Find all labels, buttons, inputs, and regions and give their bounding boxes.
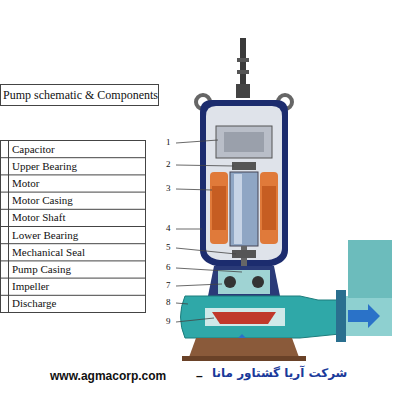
stator — [260, 172, 278, 244]
stator-core — [212, 186, 226, 230]
discharge-elbow — [348, 240, 392, 298]
rotor-highlight — [234, 174, 242, 244]
title-box — [1, 85, 159, 106]
rotor — [230, 172, 258, 246]
stator — [210, 172, 228, 244]
component-table — [0, 141, 146, 313]
component-name: Impeller — [12, 281, 49, 292]
callout-number: 6 — [166, 263, 171, 272]
component-name: Lower Bearing — [12, 230, 78, 241]
callout-number: 2 — [166, 160, 171, 169]
upper-bearing — [232, 162, 256, 170]
callout-number: 1 — [166, 138, 171, 147]
volute — [205, 308, 285, 326]
component-name: Pump Casing — [12, 264, 71, 275]
company-name: شرکت آریا گشتاور مانا — [212, 367, 347, 379]
component-name: Discharge — [12, 298, 56, 309]
website: www.agmacorp.com — [50, 370, 166, 382]
mechanical-seal — [218, 270, 270, 294]
callout-number: 5 — [166, 243, 171, 252]
callout-number: 4 — [166, 224, 171, 233]
title-text: Pump schematic & Components — [3, 89, 158, 101]
callout-number: 3 — [166, 184, 171, 193]
capacitor — [216, 126, 272, 158]
component-name: Capacitor — [12, 144, 55, 155]
stator-core — [262, 186, 276, 230]
component-name: Motor Casing — [12, 195, 73, 206]
callout-number: 9 — [166, 317, 171, 326]
separator: – — [196, 370, 203, 382]
component-name: Motor Shaft — [12, 212, 65, 223]
base-foot — [182, 356, 306, 361]
motor-chamber — [206, 106, 282, 260]
power-cable — [236, 38, 250, 98]
discharge-flange — [336, 290, 346, 342]
component-name: Motor — [12, 178, 40, 189]
pump-casing — [181, 296, 341, 338]
component-name: Upper Bearing — [12, 161, 77, 172]
flow-arrow — [348, 304, 380, 328]
capacitor-body — [224, 132, 264, 152]
leader-line — [176, 140, 242, 322]
component-name: Mechanical Seal — [12, 247, 85, 258]
callout-number: 7 — [166, 281, 171, 290]
motor-housing — [200, 100, 288, 266]
callout-number: 8 — [166, 298, 171, 307]
seal-spring — [252, 276, 264, 288]
impeller — [212, 312, 276, 324]
seal-spring — [224, 276, 236, 288]
discharge-pipe — [340, 296, 392, 336]
